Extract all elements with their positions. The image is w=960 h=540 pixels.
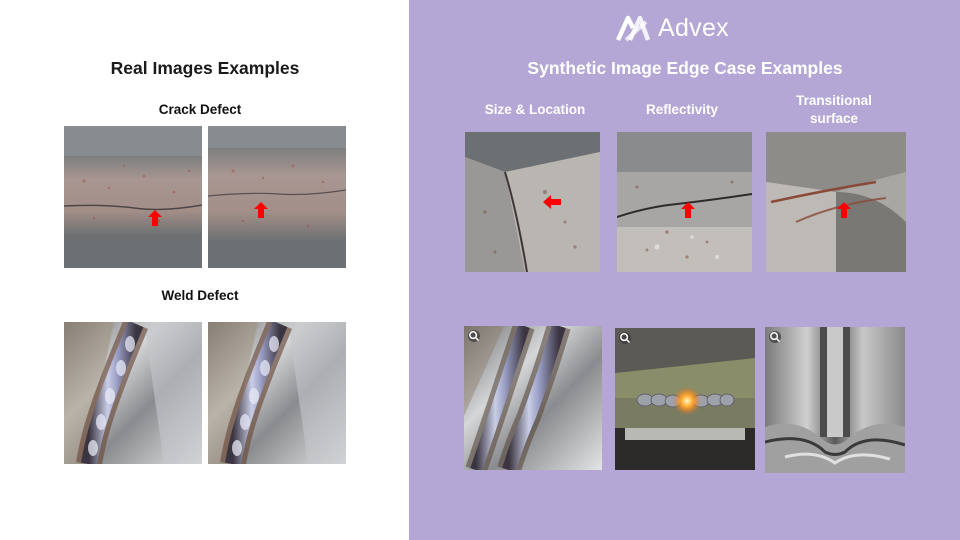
synthetic-weld-seam-image [464,326,602,470]
crack-defect-label: Crack Defect [158,102,242,117]
advex-logo: Advex [616,12,729,44]
real-weld-image-1 [64,322,202,464]
advex-logo-icon [616,15,650,42]
zoom-icon [769,331,781,343]
defect-arrow [543,195,561,209]
real-images-title: Real Images Examples [110,58,300,78]
defect-arrow [681,202,695,218]
real-weld-image-2 [208,322,346,464]
defect-arrow [148,210,162,226]
weld-defect-label: Weld Defect [161,288,239,303]
synthetic-weld-glow-image [615,328,755,470]
zoom-icon [468,330,480,342]
synthetic-crack-reflectivity-image [617,132,752,272]
logo-text: Advex [658,13,729,42]
reflectivity-label: Reflectivity [645,102,719,117]
synthetic-crack-transitional-image [766,132,906,272]
real-crack-image-2 [208,126,346,268]
defect-arrow [254,202,268,218]
synthetic-weld-vertical-image [765,327,905,473]
synthetic-crack-size-location-image [465,132,600,272]
synthetic-images-title: Synthetic Image Edge Case Examples [527,58,843,78]
zoom-icon [619,332,631,344]
real-crack-image-1 [64,126,202,268]
defect-arrow [837,202,851,218]
transitional-surface-label: Transitional surface [796,93,872,126]
size-location-label: Size & Location [484,102,586,117]
